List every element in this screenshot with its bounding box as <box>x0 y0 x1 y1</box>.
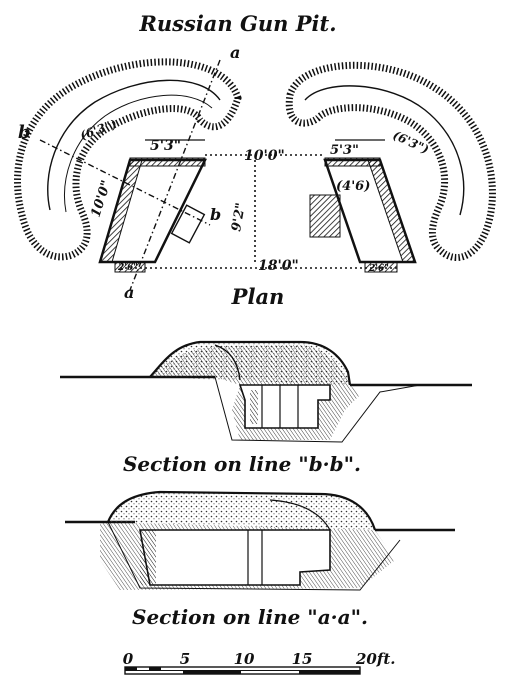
dim-left-width: 5'3" <box>150 138 181 154</box>
label-b-right: b <box>210 205 221 224</box>
scale-label-10: 10 <box>234 650 255 668</box>
label-b-left: b <box>18 122 31 143</box>
dim-right-width: 5'3" <box>330 143 359 158</box>
dim-right-corner: 2'6" <box>368 264 389 274</box>
section-line-a <box>129 59 221 291</box>
dim-right-inner: (4'6) <box>336 179 370 194</box>
dim-center-height: 9'2" <box>229 202 249 233</box>
section-aa-caption: Section on line "a·a". <box>132 605 368 629</box>
scale-label-20: 20ft. <box>355 650 395 668</box>
scale-label-0: 0 <box>123 650 134 668</box>
section-bb-caption: Section on line "b·b". <box>123 452 361 476</box>
dim-gap-top: 10'0" <box>244 148 285 164</box>
label-a-bottom: a <box>124 283 134 302</box>
section-line-b <box>39 139 211 226</box>
scale-label-5: 5 <box>180 650 190 668</box>
dim-left-corner: 2'6" <box>117 263 138 273</box>
dim-left-depth: 10'0" <box>89 179 115 220</box>
plan-view: a a b b 5'3" 5'3" 10'0" 18'0" 10'0" 9'2"… <box>13 43 496 309</box>
scale-bar: 0 5 10 15 20ft. <box>123 650 395 675</box>
section-aa: Section on line "a·a". <box>65 490 455 629</box>
plan-caption: Plan <box>231 284 285 309</box>
scale-label-15: 15 <box>292 650 313 668</box>
left-mound <box>13 58 242 261</box>
label-a-top: a <box>230 43 240 62</box>
dim-gap-bottom: 18'0" <box>258 258 299 274</box>
diagram-title: Russian Gun Pit. <box>138 11 336 36</box>
section-bb: Section on line "b·b". <box>60 340 472 476</box>
section-aa-mound <box>106 490 377 531</box>
right-mound <box>285 61 496 261</box>
left-gun <box>170 204 206 244</box>
